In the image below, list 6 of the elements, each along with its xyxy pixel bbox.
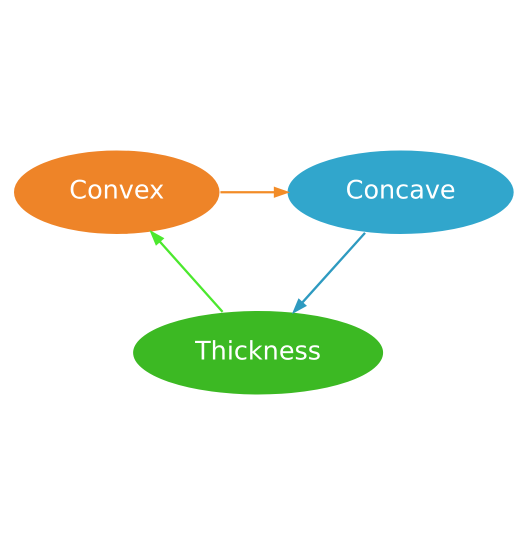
arrow	[149, 230, 224, 313]
arrow	[292, 232, 366, 314]
arrow	[220, 186, 290, 198]
node-ellipse: Thickness	[132, 310, 384, 396]
node-ellipse: Convex	[12, 149, 221, 236]
node-ellipse: Concave	[286, 149, 515, 236]
